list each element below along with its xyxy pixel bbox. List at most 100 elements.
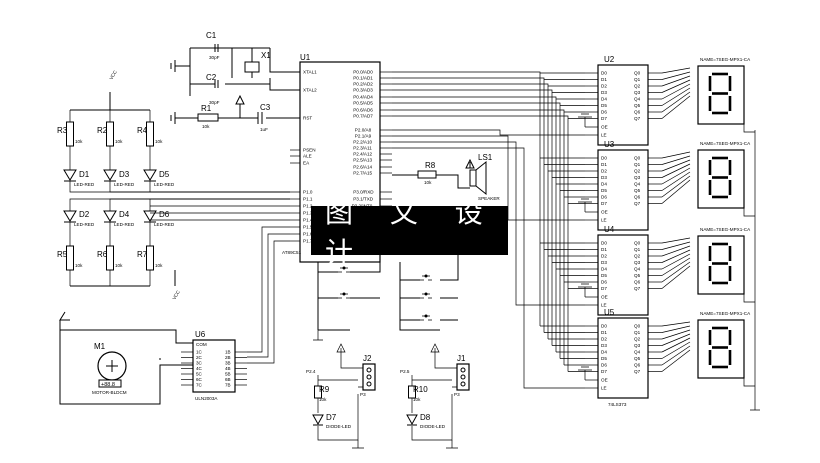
mcu-left-pin-label: RST — [303, 116, 312, 121]
segment-wire — [661, 83, 691, 100]
c2-value: 30pF — [209, 100, 220, 105]
segment-wire — [661, 237, 691, 244]
latch-output-label: Q0 — [634, 156, 641, 161]
data-bus-wire — [392, 96, 557, 352]
u6-input-label: 3B — [225, 361, 231, 366]
u6-input-label: 2B — [225, 355, 231, 360]
u6-input-label: 1B — [225, 350, 231, 355]
latch-input-label: D2 — [601, 254, 607, 259]
led-row-wire — [69, 181, 290, 193]
segment-wire — [661, 75, 691, 87]
segment-wire — [661, 241, 691, 250]
u6-output-label: 4C — [196, 366, 203, 371]
latch-input-label: D0 — [601, 71, 607, 76]
latch-input-label: D2 — [601, 84, 607, 89]
latch-ground — [578, 366, 592, 380]
latch-ctrl-label: OE — [601, 210, 608, 215]
segment-wire — [661, 87, 691, 106]
data-bus-wire — [392, 89, 553, 346]
r8-ref: R8 — [425, 161, 436, 170]
segment-wire — [661, 67, 691, 74]
latch-input-label: D3 — [601, 343, 607, 348]
latch-output-label: Q6 — [634, 280, 641, 285]
latch-ctrl-label: LE — [601, 133, 607, 138]
mcu-right-pin-label: P2.6/A14 — [353, 165, 372, 170]
segment-wire — [661, 79, 691, 93]
data-bus-wire — [392, 77, 545, 333]
latch-output-label: Q6 — [634, 195, 641, 200]
connectors: P2.4R910kD7DIODE-LEDJ2P3P2.5R1010kD8DIOD… — [306, 343, 470, 449]
key-ground — [313, 330, 323, 341]
latch-input-label: D1 — [601, 247, 607, 252]
latch-input-label: D2 — [601, 169, 607, 174]
latch-output-label: Q6 — [634, 363, 641, 368]
uln2003-body — [192, 339, 236, 393]
mcu-ref: U1 — [300, 53, 311, 62]
u6-output-label: 6C — [196, 377, 203, 382]
c2-ref: C2 — [206, 73, 217, 82]
latch-ctrl-label: LE — [601, 386, 607, 391]
segment-wire — [661, 91, 691, 113]
u6-com-label: COM — [196, 342, 207, 347]
latch-ref: U3 — [604, 140, 615, 149]
display-name: NAME=7SEG-MPX1-CA — [700, 141, 751, 146]
resistor-top-ref: R3 — [57, 126, 68, 135]
crystal-section: C1 30pF C2 30pF X1 — [170, 31, 300, 105]
latch-ref: U2 — [604, 55, 615, 64]
m1-part: MOTOR-BLDCM — [92, 390, 127, 395]
latch-output-label: Q7 — [634, 201, 641, 206]
display-common-wire — [743, 378, 755, 387]
latch-output-label: Q5 — [634, 103, 641, 108]
display-common-wire — [743, 294, 755, 303]
connector-p3: P3 — [454, 392, 460, 397]
connector-d-part: DIODE-LED — [420, 424, 446, 429]
resistor-bottom-value: 10k — [115, 263, 123, 268]
latch-ref: U4 — [604, 225, 615, 234]
mcu-left-pin-label: P1.1 — [303, 197, 313, 202]
latch-output-label: Q7 — [634, 369, 641, 374]
latch-output-label: Q7 — [634, 286, 641, 291]
mcu-left-pin-label: ALE — [303, 154, 312, 159]
latch-output-label: Q5 — [634, 273, 641, 278]
latch-input-label: D1 — [601, 162, 607, 167]
latch-input-label: D4 — [601, 350, 607, 355]
latch-output-label: Q4 — [634, 182, 641, 187]
latch-output-label: Q2 — [634, 84, 641, 89]
latch-output-label: Q1 — [634, 162, 641, 167]
display-name: NAME=7SEG-MPX1-CA — [700, 57, 751, 62]
segment-wire — [661, 253, 691, 270]
connector-d-ref: D8 — [420, 413, 431, 422]
resistor-bottom — [146, 245, 154, 271]
led-row-wire — [149, 198, 290, 211]
speaker-vcc-arrow — [465, 158, 475, 169]
m1-ref: M1 — [94, 342, 106, 351]
led-bottom-part: LED-RED — [154, 222, 175, 227]
r1-ref: R1 — [201, 104, 212, 113]
segment-wire — [661, 71, 691, 80]
mcu-right-pin-label: P2.2/A10 — [353, 140, 372, 145]
r8-value: 10k — [424, 180, 432, 185]
latch-input-label: D5 — [601, 356, 607, 361]
led-top-part: LED-RED — [114, 182, 135, 187]
mcu-right-pin-label: P3.1/TXD — [353, 197, 374, 202]
latch-body — [597, 234, 649, 316]
u6-output-label: 1C — [196, 350, 203, 355]
ground-symbol-2 — [170, 112, 176, 124]
mcu-right-pin-label: P0.5/AD5 — [353, 101, 373, 106]
mcu-part: AT89C51 — [282, 250, 302, 255]
display-body — [697, 65, 745, 125]
led-top-part: LED-RED — [74, 182, 95, 187]
u6-output-label: 7C — [196, 383, 203, 388]
push-button-knob — [424, 274, 428, 278]
vcc-arrow — [235, 94, 245, 105]
latch-input-label: D7 — [601, 201, 607, 206]
segment-wire — [661, 333, 691, 346]
mcu-right-pin-label: P2.4/A12 — [353, 152, 372, 157]
latch-ref: U5 — [604, 308, 615, 317]
latch-input-label: D4 — [601, 182, 607, 187]
mcu-left-pin-label: P1.2 — [303, 204, 313, 209]
